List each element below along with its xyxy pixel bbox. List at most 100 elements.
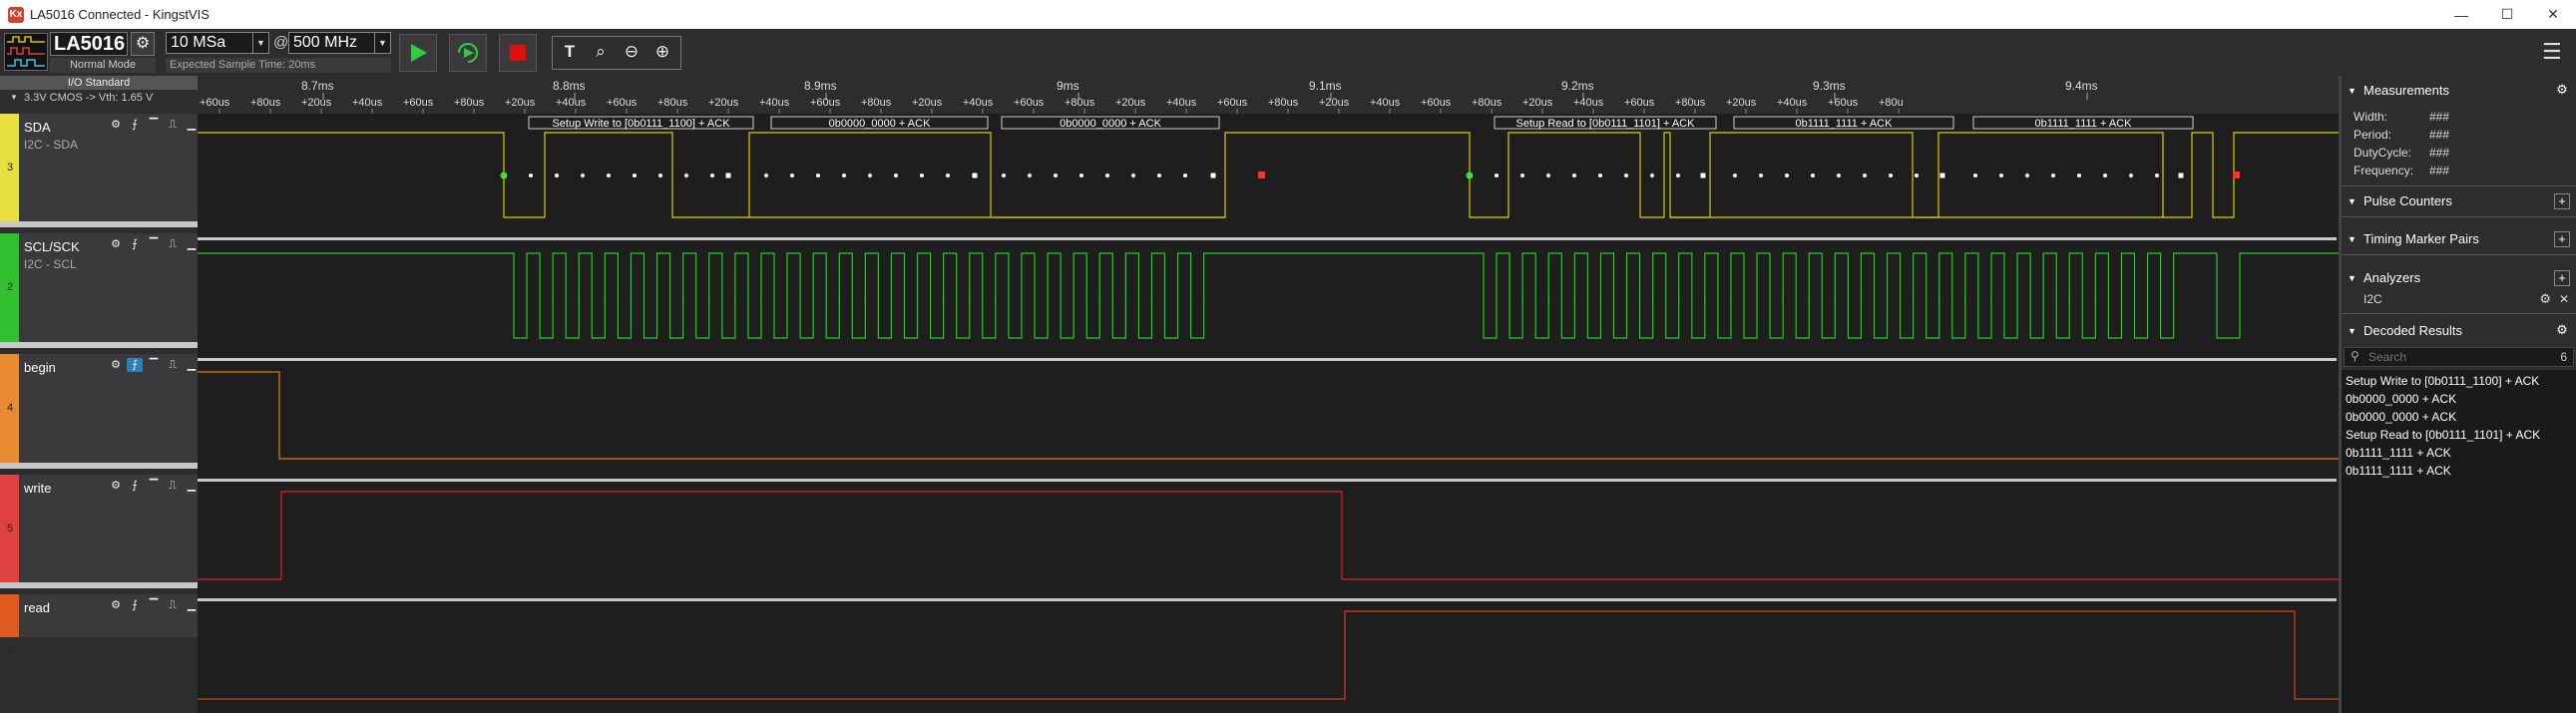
measurement-label: Period: bbox=[2354, 128, 2392, 142]
device-settings-gear-icon[interactable]: ⚙ bbox=[131, 32, 155, 56]
trigger-low-icon[interactable]: ▁ bbox=[187, 238, 197, 250]
trigger-low-icon[interactable]: ▁ bbox=[187, 119, 197, 131]
decoded-results-section-header[interactable]: ▼ Decoded Results ⚙ bbox=[2342, 320, 2576, 342]
device-mode[interactable]: Normal Mode bbox=[50, 58, 156, 73]
analyzer-item-i2c[interactable]: I2C ⚙ ✕ bbox=[2363, 291, 2573, 306]
sda-sample-dot bbox=[894, 174, 898, 178]
analyzers-section-header[interactable]: ▼ Analyzers + bbox=[2342, 267, 2576, 289]
channel-name[interactable]: read bbox=[24, 600, 51, 615]
decoded-result-item[interactable]: 0b1111_1111 + ACK bbox=[2346, 464, 2451, 478]
close-button[interactable]: ✕ bbox=[2547, 6, 2559, 22]
decoded-result-item[interactable]: 0b1111_1111 + ACK bbox=[2346, 446, 2451, 460]
chevron-down-icon[interactable]: ▼ bbox=[374, 33, 390, 53]
trigger-low-icon[interactable]: ▁ bbox=[187, 480, 197, 492]
decoder-annotation-bar[interactable] bbox=[528, 116, 754, 130]
sda-sample-dot bbox=[658, 174, 662, 178]
decoder-annotation-bar[interactable] bbox=[1972, 116, 2194, 130]
window-title: LA5016 Connected - KingstVIS bbox=[30, 7, 210, 22]
sda-sample-dot bbox=[816, 174, 820, 178]
channel-settings-gear-icon[interactable]: ⚙ bbox=[111, 599, 121, 611]
sample-rate-select[interactable]: 500 MHz ▼ bbox=[288, 32, 391, 54]
trigger-pulse-icon[interactable]: ⎍ bbox=[169, 599, 177, 611]
trigger-high-icon[interactable]: ▔ bbox=[149, 480, 159, 492]
decoded-result-item[interactable]: Setup Read to [0b0111_1101] + ACK bbox=[2346, 428, 2541, 442]
chevron-down-icon[interactable]: ▼ bbox=[252, 33, 268, 53]
trigger-edge-icon[interactable]: ⨍ bbox=[127, 358, 143, 372]
trigger-pulse-icon[interactable]: ⎍ bbox=[169, 480, 177, 492]
lane-separator bbox=[198, 598, 2337, 601]
channel-color-strip bbox=[0, 594, 19, 637]
channel-name[interactable]: begin bbox=[24, 360, 56, 375]
text-cursor-button[interactable]: T bbox=[555, 37, 585, 67]
trigger-edge-icon[interactable]: ⨍ bbox=[132, 119, 138, 131]
trigger-high-icon[interactable]: ▔ bbox=[149, 599, 159, 611]
decoder-annotation-bar[interactable] bbox=[1494, 116, 1717, 130]
channel-settings-gear-icon[interactable]: ⚙ bbox=[111, 238, 121, 250]
sample-count-select[interactable]: 10 MSa ▼ bbox=[166, 32, 269, 54]
trigger-high-icon[interactable]: ▔ bbox=[149, 238, 159, 250]
stop-button[interactable] bbox=[499, 34, 537, 72]
trigger-high-icon[interactable]: ▔ bbox=[149, 119, 159, 131]
measurements-settings-gear-icon[interactable]: ⚙ bbox=[2556, 82, 2568, 97]
decoded-search-box[interactable]: ⚲ 6 bbox=[2344, 347, 2574, 367]
maximize-button[interactable]: ☐ bbox=[2500, 6, 2514, 22]
add-timing-marker-button[interactable]: + bbox=[2554, 231, 2570, 247]
text-cursor-icon: T bbox=[564, 42, 576, 61]
trigger-edge-icon[interactable]: ⨍ bbox=[132, 599, 138, 611]
decoder-annotation-bar[interactable] bbox=[770, 116, 989, 130]
timing-marker-pairs-section-header[interactable]: ▼ Timing Marker Pairs + bbox=[2342, 228, 2576, 250]
trigger-pulse-icon[interactable]: ⎍ bbox=[169, 238, 177, 250]
write-waveform[interactable] bbox=[198, 491, 2339, 580]
trigger-edge-icon[interactable]: ⨍ bbox=[132, 480, 138, 492]
analyzer-remove-close-icon[interactable]: ✕ bbox=[2558, 292, 2569, 306]
sda-waveform[interactable] bbox=[198, 132, 2339, 218]
decoded-result-item[interactable]: 0b0000_0000 + ACK bbox=[2346, 410, 2457, 424]
io-level-select[interactable]: ▼ 3.3V CMOS -> Vth: 1.65 V bbox=[0, 91, 198, 105]
read-waveform[interactable] bbox=[198, 610, 2339, 700]
minimize-button[interactable]: — bbox=[2454, 6, 2468, 23]
trigger-high-icon[interactable]: ▔ bbox=[149, 359, 159, 371]
repeat-start-button[interactable] bbox=[449, 34, 487, 72]
channel-name[interactable]: write bbox=[24, 481, 52, 496]
lane-separator bbox=[198, 479, 2337, 482]
trigger-pulse-icon[interactable]: ⎍ bbox=[169, 359, 177, 371]
add-analyzer-button[interactable]: + bbox=[2554, 270, 2570, 286]
channel-name[interactable]: SCL/SCK bbox=[24, 239, 80, 254]
trigger-low-icon[interactable]: ▁ bbox=[187, 359, 197, 371]
measurements-section-header[interactable]: ▼ Measurements ⚙ bbox=[2342, 80, 2576, 102]
scl-waveform[interactable] bbox=[198, 252, 2339, 339]
decoder-annotation-bar[interactable] bbox=[1733, 116, 1954, 130]
channel-settings-gear-icon[interactable]: ⚙ bbox=[111, 480, 121, 492]
decoded-result-item[interactable]: 0b0000_0000 + ACK bbox=[2346, 392, 2457, 406]
channel-name[interactable]: SDA bbox=[24, 120, 51, 135]
decoded-search-input[interactable] bbox=[2368, 349, 2538, 365]
device-logo-icon[interactable] bbox=[4, 33, 48, 71]
decoded-results-list[interactable]: Setup Write to [0b0111_1100] + ACK 0b0000… bbox=[2342, 370, 2576, 713]
pulse-counters-section-header[interactable]: ▼ Pulse Counters + bbox=[2342, 190, 2576, 212]
trigger-low-icon[interactable]: ▁ bbox=[187, 599, 197, 611]
zoom-out-button[interactable]: ⊖ bbox=[617, 37, 646, 67]
add-pulse-counter-button[interactable]: + bbox=[2554, 193, 2570, 209]
sda-sample-dot bbox=[2077, 174, 2081, 178]
trigger-edge-icon[interactable]: ⨍ bbox=[132, 238, 138, 250]
channel-settings-gear-icon[interactable]: ⚙ bbox=[111, 359, 121, 371]
decoded-result-item[interactable]: Setup Write to [0b0111_1100] + ACK bbox=[2346, 374, 2540, 388]
zoom-fit-button[interactable]: ⌕ bbox=[586, 37, 616, 67]
time-ruler[interactable] bbox=[198, 76, 2339, 114]
channel-settings-gear-icon[interactable]: ⚙ bbox=[111, 119, 121, 131]
start-button[interactable] bbox=[399, 34, 437, 72]
decoder-annotation-bar[interactable] bbox=[1001, 116, 1220, 130]
analyzer-settings-gear-icon[interactable]: ⚙ bbox=[2539, 291, 2551, 306]
begin-waveform[interactable] bbox=[198, 371, 2339, 460]
decoded-results-settings-gear-icon[interactable]: ⚙ bbox=[2556, 322, 2568, 337]
zoom-in-button[interactable]: ⊕ bbox=[647, 37, 677, 67]
trigger-pulse-icon[interactable]: ⎍ bbox=[169, 119, 177, 131]
main-menu-hamburger-icon[interactable]: ☰ bbox=[2542, 39, 2562, 64]
